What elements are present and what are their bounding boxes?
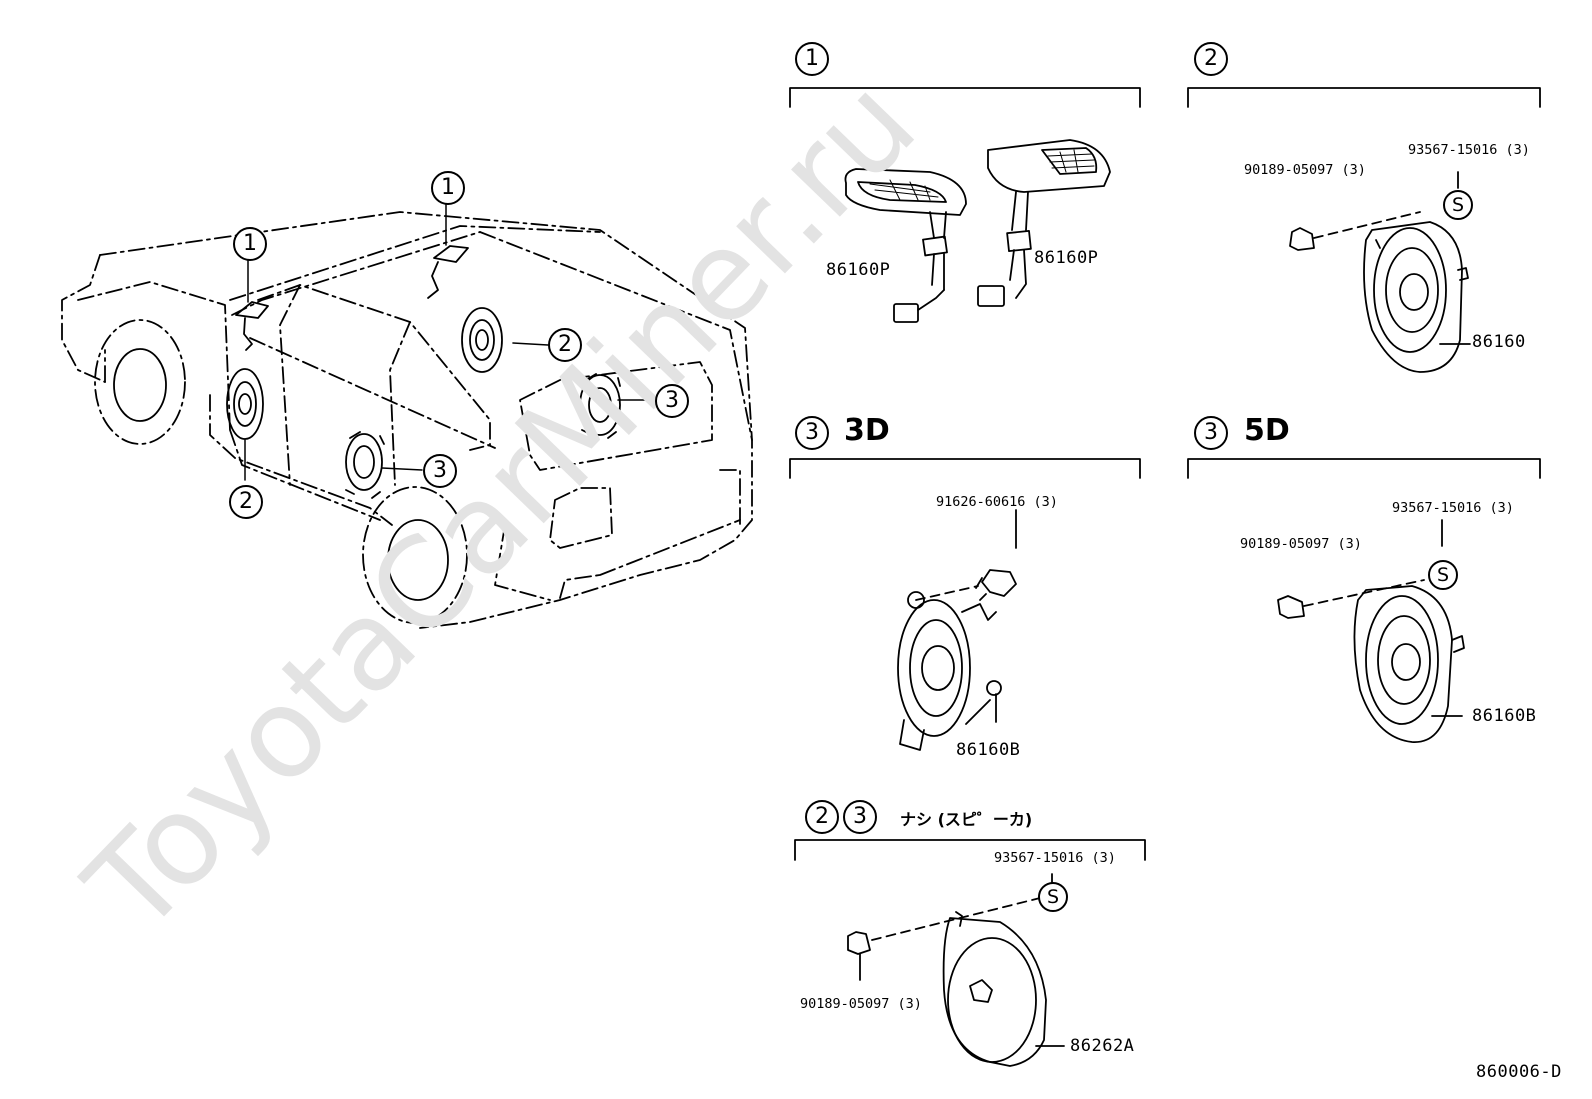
wheels [94, 319, 468, 624]
panel5-index-b: 3 [843, 800, 877, 834]
panel4-title: 5D [1244, 413, 1290, 448]
panel4-speaker-label: 86160B [1472, 706, 1537, 726]
panel2-screw-label: 93567-15016 (3) [1408, 142, 1530, 158]
callout-front-door-speaker: 2 [229, 485, 263, 519]
panel2-index: 2 [1194, 42, 1228, 76]
panel1-part-left: 86160P [826, 260, 891, 280]
panel5-screw-label: 93567-15016 (3) [994, 850, 1116, 866]
callout-rear-side-speaker: 2 [548, 328, 582, 362]
panel2-speaker-label: 86160 [1472, 332, 1526, 352]
callout-rear-quarter-speaker: 3 [655, 384, 689, 418]
panel3-index: 3 [795, 416, 829, 450]
panel1-index: 1 [795, 42, 829, 76]
panel5-cover [847, 873, 1065, 1067]
panel4-speaker [1277, 519, 1465, 743]
diagram-code: 860006-D [1476, 1062, 1562, 1082]
panel1-part-right: 86160P [1034, 248, 1099, 268]
vehicle-outline [61, 211, 753, 629]
panel5-clip-label: 90189-05097 (3) [800, 996, 922, 1012]
panel5-index-a: 2 [805, 800, 839, 834]
panel5-s-marker: S [1038, 882, 1068, 912]
panel4-clip-label: 90189-05097 (3) [1240, 536, 1362, 552]
panel5-cover-label: 86262A [1070, 1036, 1135, 1056]
callout-rear-door-speaker: 3 [423, 454, 457, 488]
panel4-screw-label: 93567-15016 (3) [1392, 500, 1514, 516]
callout-roof-tweeter: 1 [431, 171, 465, 205]
panel1-tweeters [844, 139, 1111, 323]
panel-brackets [789, 87, 1541, 861]
panel3-title: 3D [844, 413, 890, 448]
panel3-bolt-label: 91626-60616 (3) [936, 494, 1058, 510]
panel3-speaker [897, 509, 1017, 751]
panel4-index: 3 [1194, 416, 1228, 450]
vehicle-speakers [226, 245, 621, 499]
panel2-speaker [1289, 171, 1471, 373]
callout-pillar-tweeter: 1 [233, 227, 267, 261]
panel2-clip-label: 90189-05097 (3) [1244, 162, 1366, 178]
callout-leaders [244, 201, 653, 481]
panel5-title: ナシ (スピ゜ーカ) [900, 810, 1033, 829]
panel3-speaker-label: 86160B [956, 740, 1021, 760]
panel2-s-marker: S [1443, 190, 1473, 220]
panel4-s-marker: S [1428, 560, 1458, 590]
